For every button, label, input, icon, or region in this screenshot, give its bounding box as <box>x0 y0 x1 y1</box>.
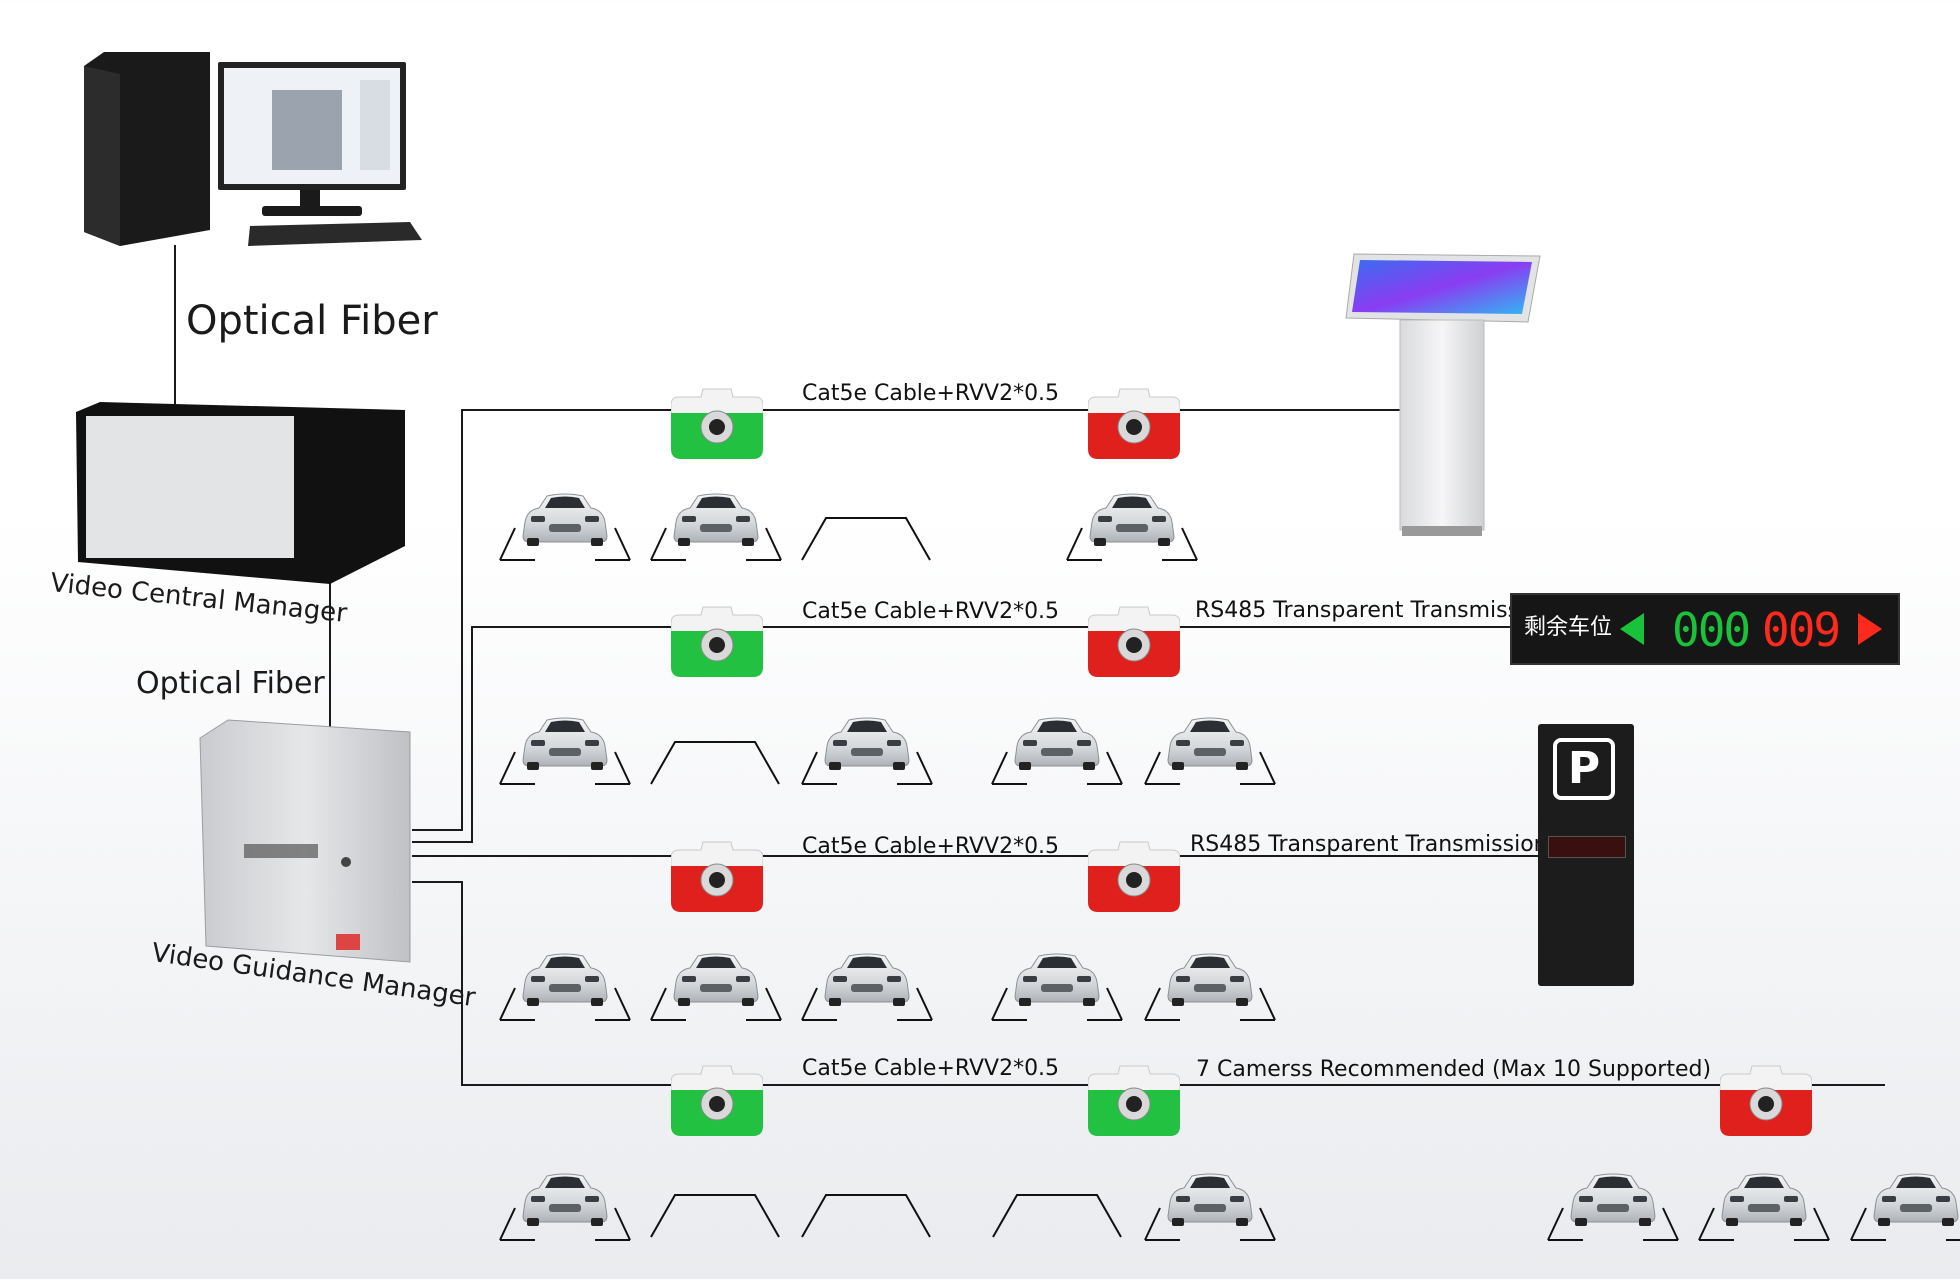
car-icon <box>1089 493 1175 547</box>
video-guidance-manager-cabinet <box>199 719 411 963</box>
guidance-camera-green <box>671 388 763 459</box>
display-digits-red: 009 <box>1762 603 1841 657</box>
computer-workstation <box>84 52 422 246</box>
car-icon <box>824 953 910 1007</box>
guidance-camera-red <box>1088 841 1180 912</box>
cable-row1 <box>412 409 1400 831</box>
car-icon <box>673 493 759 547</box>
cable-row2 <box>412 626 1512 843</box>
parking-p-icon: P <box>1553 738 1615 800</box>
guidance-camera-green <box>671 1065 763 1136</box>
guidance-camera-red <box>1088 606 1180 677</box>
parking-space-occupied <box>1144 1173 1276 1241</box>
car-icon <box>1014 717 1100 771</box>
cabinet-lock-icon <box>341 857 351 867</box>
parking-space-occupied <box>1144 953 1276 1021</box>
left-arrow-icon <box>1620 613 1644 645</box>
car-icon <box>673 953 759 1007</box>
parking-space-occupied <box>499 717 631 785</box>
car-icon <box>522 493 608 547</box>
info-kiosk <box>1345 253 1541 536</box>
cable-label-row3: Cat5e Cable+RVV2*0.5 <box>802 834 1060 859</box>
kiosk-screen <box>1352 260 1532 314</box>
vcm-front-panel <box>86 416 294 558</box>
remaining-spaces-display-board: 剩余车位 000 009 <box>1510 593 1900 665</box>
display-digits-green: 000 <box>1672 603 1751 657</box>
cable-label-row2: Cat5e Cable+RVV2*0.5 <box>802 599 1060 624</box>
car-icon <box>1167 953 1253 1007</box>
car-icon <box>1570 1173 1656 1227</box>
parking-space-occupied <box>499 953 631 1021</box>
parking-space-empty <box>650 1194 780 1238</box>
parking-space-empty <box>801 1194 931 1238</box>
car-icon <box>1873 1173 1959 1227</box>
display-chinese-label: 剩余车位 <box>1524 615 1613 640</box>
camera-count-note: 7 Camerss Recommended (Max 10 Supported) <box>1196 1057 1712 1082</box>
car-icon <box>522 1173 608 1227</box>
parking-space-occupied <box>1144 717 1276 785</box>
parking-space-occupied <box>991 717 1123 785</box>
warning-sticker <box>336 934 360 950</box>
optical-fiber-label-bottom: Optical Fiber <box>136 666 325 701</box>
keyboard <box>248 222 422 246</box>
car-icon <box>1014 953 1100 1007</box>
guidance-camera-red <box>1088 388 1180 459</box>
parking-space-occupied <box>1850 1173 1960 1241</box>
parking-space-occupied <box>801 953 933 1021</box>
guidance-camera-red <box>1720 1065 1812 1136</box>
guidance-camera-green <box>671 606 763 677</box>
cabinet-nameplate <box>244 844 318 858</box>
rs485-label-row2: RS485 Transparent Transmission <box>1195 598 1553 623</box>
car-icon <box>522 717 608 771</box>
car-icon <box>1167 1173 1253 1227</box>
optical-fiber-label-top: Optical Fiber <box>186 298 438 344</box>
parking-space-occupied <box>801 717 933 785</box>
video-central-manager-box <box>76 402 405 584</box>
parking-space-occupied <box>1698 1173 1830 1241</box>
parking-space-occupied <box>499 1173 631 1241</box>
car-icon <box>522 953 608 1007</box>
cable-label-row1: Cat5e Cable+RVV2*0.5 <box>802 381 1060 406</box>
right-arrow-icon <box>1858 613 1882 645</box>
car-icon <box>1721 1173 1807 1227</box>
parking-space-occupied <box>650 493 782 561</box>
parking-space-empty <box>801 517 931 561</box>
car-icon <box>1167 717 1253 771</box>
parking-space-empty <box>992 1194 1122 1238</box>
parking-space-empty <box>650 741 780 785</box>
parking-space-occupied <box>499 493 631 561</box>
kiosk-pedestal <box>1399 319 1485 531</box>
parking-space-occupied <box>650 953 782 1021</box>
parking-sign-tower: P <box>1538 724 1634 986</box>
rs485-label-row3: RS485 Transparent Transmission <box>1190 832 1548 857</box>
parking-space-occupied <box>1547 1173 1679 1241</box>
cable-row4 <box>412 881 1885 1086</box>
guidance-camera-green <box>1088 1065 1180 1136</box>
parking-space-occupied <box>991 953 1123 1021</box>
devices-layer <box>76 52 1960 1241</box>
cable-label-row4: Cat5e Cable+RVV2*0.5 <box>802 1056 1060 1081</box>
guidance-camera-red <box>671 841 763 912</box>
parking-count-display <box>1548 836 1626 858</box>
parking-space-occupied <box>1066 493 1198 561</box>
car-icon <box>824 717 910 771</box>
